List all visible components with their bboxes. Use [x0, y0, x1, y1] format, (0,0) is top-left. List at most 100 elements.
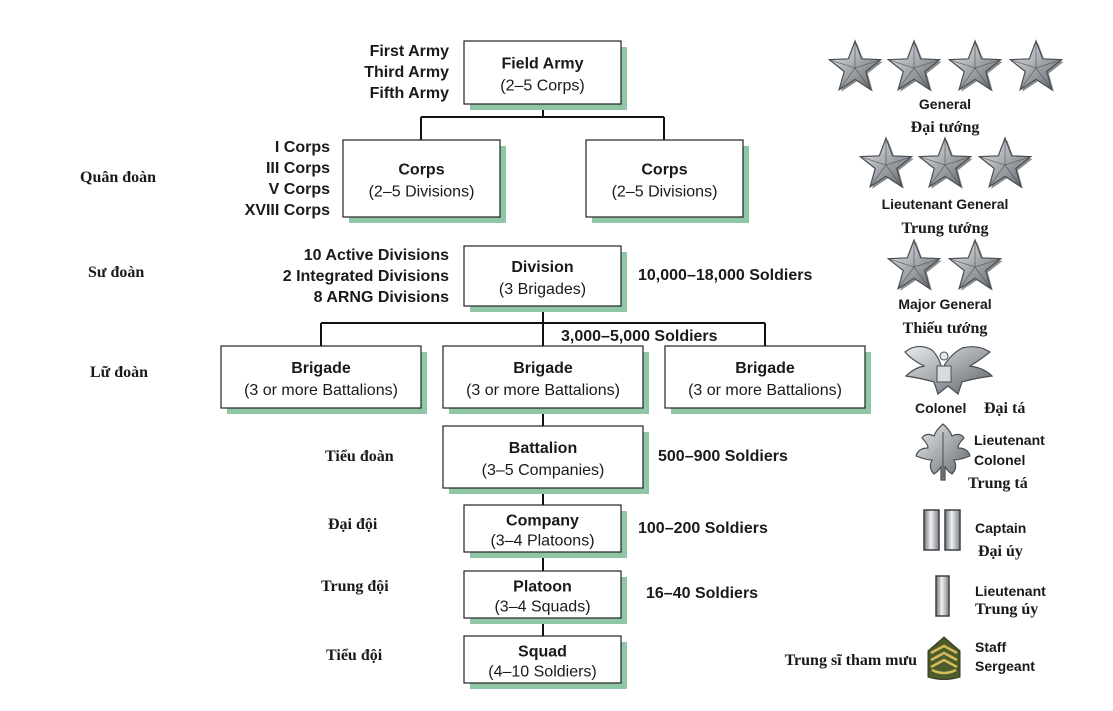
unit-box-brigade-2: Brigade (3 or more Battalions) [442, 345, 649, 414]
rank-lieutenant-colonel-en-2: Colonel [974, 452, 1025, 468]
strength-platoon: 16–40 Soldiers [646, 585, 758, 602]
eagle-icon [904, 345, 994, 396]
division-example: 10 Active Divisions [304, 247, 449, 264]
unit-box-frame [342, 139, 501, 218]
strength-division: 10,000–18,000 Soldiers [638, 267, 812, 284]
unit-size: (2–5 Divisions) [612, 184, 718, 201]
division-example: 2 Integrated Divisions [283, 268, 449, 285]
unit-box-company: Company(3–4 Platoons) [463, 504, 627, 558]
rank-lieutenant-colonel-vi: Trung tá [968, 475, 1028, 492]
star-icon [917, 136, 973, 189]
unit-size: (4–10 Soldiers) [488, 664, 597, 681]
unit-box-frame [442, 425, 644, 489]
corps-example: XVIII Corps [245, 202, 330, 219]
unit-name: Battalion [509, 440, 577, 457]
oak-leaf-icon [915, 423, 971, 481]
unit-box-frame [664, 345, 866, 409]
rank-colonel-en: Colonel [915, 400, 966, 416]
star-icon [886, 39, 942, 92]
unit-name: Company [506, 513, 579, 530]
vi-division-label: Sư đoàn [88, 264, 144, 281]
vi-platoon-label: Trung đội [321, 578, 389, 595]
unit-size: (2–5 Divisions) [369, 184, 475, 201]
army-examples: First Army Third Army Fifth Army [364, 43, 449, 102]
one-bar-icon [935, 575, 950, 617]
rank-lieutenant-colonel-en-1: Lieutenant [974, 432, 1045, 448]
rank-lieutenant-general-en: Lieutenant General [882, 196, 1009, 212]
unit-name: Brigade [513, 360, 573, 377]
unit-box-platoon: Platoon (3–4 Squads) [463, 570, 627, 624]
rank-colonel-vi: Đại tá [984, 400, 1025, 417]
rank-major-general-vi: Thiếu tướng [903, 320, 988, 337]
strength-battalion: 500–900 Soldiers [658, 448, 788, 465]
unit-box-frame [463, 504, 622, 553]
unit-box-frame [463, 635, 622, 684]
rank-staff-sergeant-vi: Trung sĩ tham mưu [785, 652, 918, 669]
division-example: 8 ARNG Divisions [314, 289, 450, 306]
unit-box-frame [463, 245, 622, 307]
vi-battalion-label: Tiểu đoàn [325, 448, 394, 465]
unit-name: Brigade [735, 360, 795, 377]
rank-lieutenant-vi: Trung úy [975, 601, 1038, 618]
corps-example: V Corps [269, 181, 330, 198]
star-icon [858, 136, 914, 189]
unit-box-corps-right: Corps (2–5 Divisions) [585, 139, 749, 223]
rank-major-general-en: Major General [898, 296, 991, 312]
army-example: First Army [370, 43, 450, 60]
unit-name: Field Army [501, 56, 583, 73]
rank-captain-vi: Đại úy [978, 543, 1023, 560]
unit-box-frame [442, 345, 644, 409]
corps-examples: I Corps III Corps V Corps XVIII Corps [245, 139, 330, 219]
strength-company: 100–200 Soldiers [638, 520, 768, 537]
army-example: Third Army [364, 64, 449, 81]
unit-size: (3 or more Battalions) [244, 382, 398, 399]
corps-example: III Corps [266, 160, 330, 177]
rank-general-vi: Đại tướng [911, 119, 980, 136]
rank-staff-sergeant-en-1: Staff [975, 639, 1006, 655]
rank-captain-en: Captain [975, 520, 1026, 536]
rank-lieutenant-en: Lieutenant [975, 583, 1046, 599]
unit-size: (3 Brigades) [499, 281, 586, 298]
unit-box-field-army: Field Army (2–5 Corps) [463, 40, 627, 110]
star-icon [977, 136, 1033, 189]
unit-size: (3–4 Squads) [494, 599, 590, 616]
unit-size: (2–5 Corps) [500, 78, 584, 95]
unit-box-frame [585, 139, 744, 218]
rank-lieutenant-general-vi: Trung tướng [901, 220, 988, 237]
unit-box-frame [220, 345, 422, 409]
vi-brigade-label: Lữ đoàn [90, 364, 148, 381]
unit-name: Division [511, 259, 573, 276]
connector-army-to-corps [420, 104, 665, 140]
star-icon [947, 39, 1003, 92]
army-example: Fifth Army [370, 85, 450, 102]
rank-labels: General Đại tướng Lieutenant General Tru… [785, 96, 1047, 674]
unit-box-battalion: Battalion(3–5 Companies) [442, 425, 649, 494]
unit-boxes: Field Army (2–5 Corps) Corps (2–5 Divisions… [220, 40, 871, 689]
unit-name: Platoon [513, 579, 572, 596]
corps-example: I Corps [275, 139, 330, 156]
four-stars-icon [827, 39, 1064, 92]
star-icon [947, 238, 1003, 291]
strength-labels: 10,000–18,000 Soldiers 3,000–5,000 Soldi… [561, 267, 812, 602]
unit-box-brigade-1: Brigade (3 or more Battalions) [220, 345, 427, 414]
vi-corps-label: Quân đoàn [80, 169, 156, 186]
star-icon [827, 39, 883, 92]
vi-company-label: Đại đội [328, 516, 378, 533]
unit-size: (3 or more Battalions) [466, 382, 620, 399]
strength-brigade: 3,000–5,000 Soldiers [561, 328, 718, 345]
unit-name: Brigade [291, 360, 351, 377]
unit-box-corps-left: Corps (2–5 Divisions) [342, 139, 506, 223]
unit-box-squad: Squad(4–10 Soldiers) [463, 635, 627, 689]
division-examples: 10 Active Divisions 2 Integrated Divisio… [283, 247, 449, 306]
unit-size: (3 or more Battalions) [688, 382, 842, 399]
vi-squad-label: Tiểu đội [326, 647, 383, 664]
unit-box-frame [463, 40, 622, 105]
unit-box-brigade-3: Brigade (3 or more Battalions) [664, 345, 871, 414]
two-bars-icon [923, 509, 961, 551]
unit-name: Corps [398, 162, 444, 179]
three-stars-icon [858, 136, 1033, 189]
chevrons-icon [927, 636, 961, 680]
rank-general-en: General [919, 96, 971, 112]
unit-name: Corps [641, 162, 687, 179]
